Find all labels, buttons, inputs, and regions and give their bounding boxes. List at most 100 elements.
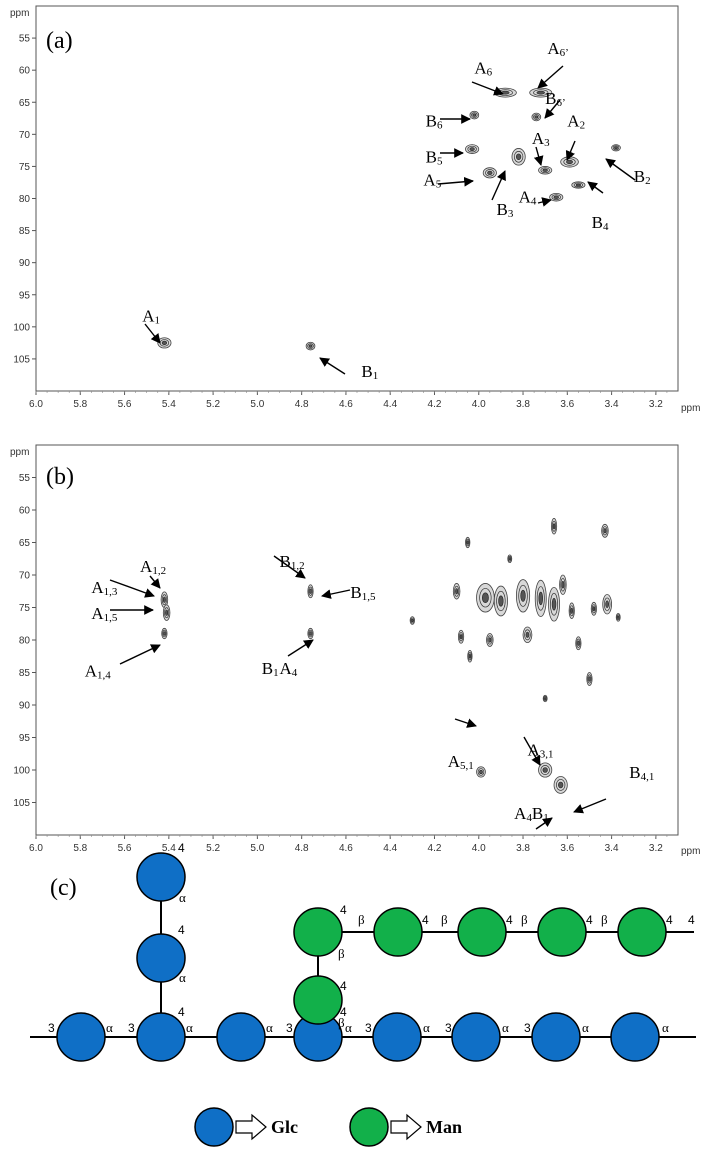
cross-peak [465, 144, 480, 154]
y-tick-label: 85 [19, 668, 31, 679]
cross-peak [457, 629, 465, 644]
y-tick-label: 100 [13, 766, 30, 777]
alpha-label: α [662, 1020, 669, 1035]
panel-b-y-unit: ppm [10, 447, 29, 458]
man-residue [457, 907, 507, 957]
peak-annotation: A4 [519, 187, 537, 207]
panel-c-label: (c) [50, 875, 77, 901]
y-tick-label: 100 [13, 322, 30, 333]
alpha-label: α [582, 1020, 589, 1035]
cross-peak [522, 626, 533, 644]
cross-peak [467, 650, 473, 663]
annotation-arrow [535, 817, 553, 830]
glc-residue [136, 1012, 186, 1062]
annotation-arrow [523, 736, 541, 766]
cross-peak [538, 762, 553, 778]
cross-peak [157, 337, 172, 349]
linkage-number: 4 [666, 913, 673, 927]
cross-peak [534, 579, 547, 618]
legend-man-label: Man [426, 1117, 462, 1137]
panel-b-frame [35, 444, 679, 836]
y-tick-label: 60 [19, 506, 31, 517]
cross-peak [529, 87, 553, 98]
x-tick-label: 3.8 [516, 399, 530, 410]
x-tick-label: 4.6 [339, 843, 353, 854]
peak-annotation: A4 [514, 804, 532, 824]
cross-peak [161, 627, 168, 640]
cross-peak [548, 586, 560, 622]
peak-annotation: A1,5 [91, 604, 118, 624]
peak-annotation: B1 [532, 804, 549, 824]
cross-peak [465, 536, 471, 549]
annotation-arrow [144, 323, 161, 344]
x-tick-label: 4.0 [472, 843, 486, 854]
y-tick-label: 90 [19, 258, 31, 269]
cross-peak [476, 583, 495, 613]
annotation-arrow [149, 575, 161, 589]
annotation-arrow [119, 644, 161, 665]
y-tick-label: 70 [19, 130, 31, 141]
x-tick-label: 3.2 [649, 843, 663, 854]
panel-a-frame [35, 5, 679, 392]
x-tick-label: 6.0 [29, 843, 43, 854]
cross-peak [559, 574, 567, 595]
alpha-label: α [345, 1020, 352, 1035]
y-tick-label: 75 [19, 603, 31, 614]
x-tick-label: 3.6 [560, 843, 574, 854]
annotation-arrow [437, 176, 474, 187]
panel-b-label: (b) [46, 464, 74, 490]
cross-peak [550, 518, 558, 535]
alpha-label: α [179, 970, 186, 985]
y-tick-label: 105 [13, 354, 30, 365]
linkage-number: 4 [688, 913, 695, 927]
linkage-number: 3 [48, 1021, 55, 1035]
annotation-arrow [319, 357, 346, 375]
beta-label: β [338, 1015, 345, 1030]
annotation-arrow [605, 158, 636, 181]
cross-peak [601, 523, 609, 538]
beta-label: β [338, 946, 345, 961]
linkage-number: 3 [445, 1021, 452, 1035]
alpha-label: α [186, 1020, 193, 1035]
peak-annotation: B4,1 [629, 763, 654, 783]
linkage-number: 4 [178, 841, 185, 855]
x-tick-label: 4.2 [428, 843, 442, 854]
annotation-arrow [454, 718, 477, 728]
annotation-arrow [109, 579, 155, 598]
cross-peak [538, 166, 553, 175]
alpha-label: α [106, 1020, 113, 1035]
x-tick-label: 3.2 [649, 399, 663, 410]
y-tick-label: 85 [19, 226, 31, 237]
beta-label: β [601, 912, 608, 927]
x-tick-label: 5.8 [73, 843, 87, 854]
x-tick-label: 6.0 [29, 399, 43, 410]
peak-annotation: B1,5 [350, 583, 376, 603]
alpha-label: α [423, 1020, 430, 1035]
linkage-number: 3 [286, 1021, 293, 1035]
peak-annotation: B1 [361, 362, 378, 382]
alpha-label: α [502, 1020, 509, 1035]
y-tick-label: 65 [19, 538, 31, 549]
alpha-label: α [266, 1020, 273, 1035]
panel-a-label: (a) [46, 28, 73, 54]
peak-annotation: B4 [592, 213, 609, 233]
cross-peak [493, 585, 508, 617]
man-residue [293, 907, 343, 957]
y-tick-label: 80 [19, 636, 31, 647]
x-tick-label: 5.0 [250, 843, 264, 854]
man-residue [293, 975, 343, 1025]
beta-label: β [521, 912, 528, 927]
linkage-number: 4 [340, 979, 347, 993]
cross-peak [307, 584, 314, 599]
alpha-label: α [179, 890, 186, 905]
annotation-arrow [537, 197, 552, 207]
linkage-number: 3 [128, 1021, 135, 1035]
cross-peak [568, 602, 575, 619]
cross-peak [507, 554, 513, 564]
cross-peak [615, 612, 621, 622]
glc-residue [136, 933, 186, 983]
y-tick-label: 55 [19, 473, 31, 484]
